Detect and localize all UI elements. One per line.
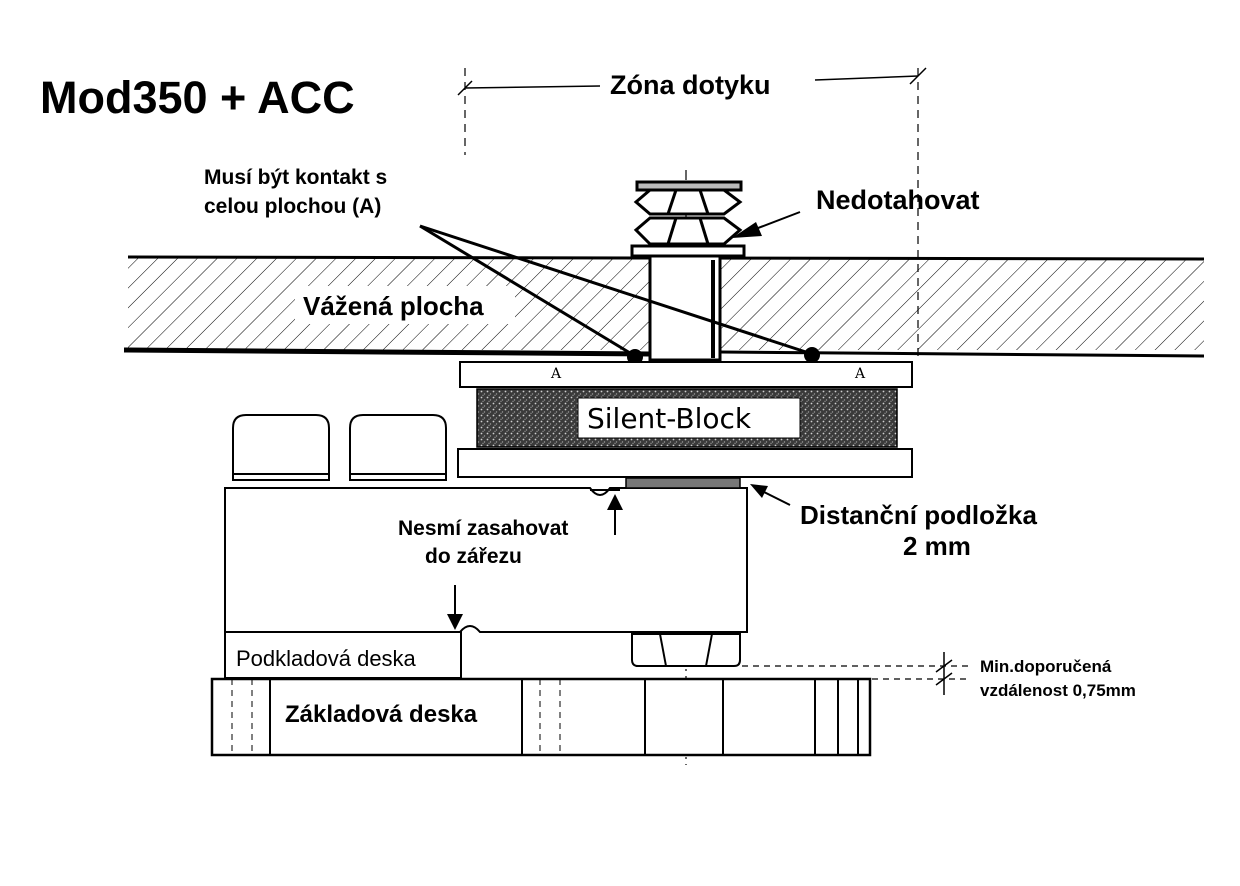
contact-zone-label: Zóna dotyku [610, 70, 771, 100]
weighed-surface-label-bg [295, 286, 515, 324]
contact-note-line1: Musí být kontakt s [204, 166, 387, 189]
min-distance-line1: Min.doporučená [980, 657, 1112, 676]
min-distance-dimension [742, 652, 968, 695]
notch-arrow-top [607, 494, 623, 535]
bottom-mounting-plate [457, 448, 913, 478]
do-not-tighten-arrow [732, 211, 801, 238]
notch-arrow-bottom [447, 585, 463, 630]
bottom-nut [631, 633, 741, 667]
silent-block-label-bg [577, 397, 801, 439]
do-not-tighten-label: Nedotahovat [816, 185, 980, 215]
diagram-title: Mod350 + ACC [40, 72, 355, 123]
base-pad [224, 631, 462, 679]
area-mark-right: A [854, 366, 866, 382]
silent-block-label: Silent-Block [587, 402, 752, 435]
contact-point-right [804, 347, 820, 363]
contact-note-line2: celou plochou (A) [204, 195, 381, 218]
notch-note-line1: Nesmí zasahovat [398, 517, 568, 540]
top-mounting-plate [459, 361, 913, 388]
spacer-washer [625, 477, 741, 489]
min-distance-line2: vzdálenost 0,75mm [980, 681, 1136, 700]
lock-nuts [630, 180, 746, 258]
spacer-arrow [750, 484, 791, 506]
load-cell-body [224, 487, 748, 633]
foundation-plate [210, 677, 872, 757]
area-mark-left: A [550, 366, 562, 382]
foundation-plate-label: Základová deska [285, 701, 478, 728]
notch-note-line2: do zářezu [425, 545, 522, 568]
base-pad-label: Podkladová deska [236, 646, 417, 671]
weighed-surface-label: Vážená plocha [303, 291, 484, 321]
spacer-label-line2: 2 mm [903, 531, 971, 561]
cable-glands [232, 414, 447, 481]
contact-note-leaders [419, 224, 813, 358]
spacer-label-line1: Distanční podložka [800, 500, 1037, 530]
